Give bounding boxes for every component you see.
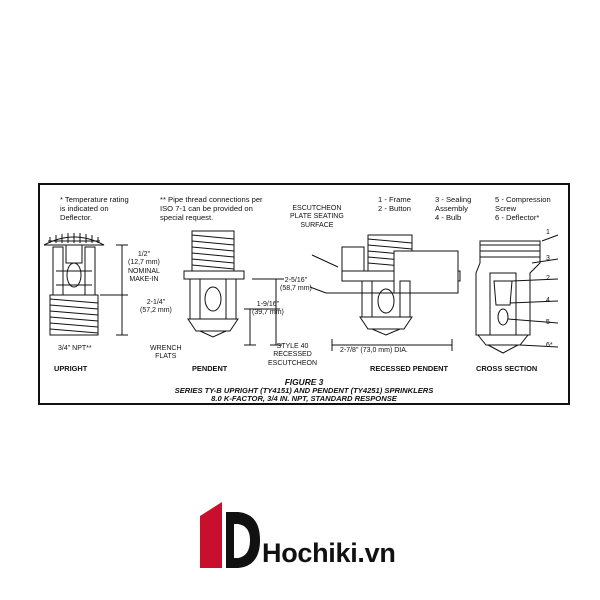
dimension-upright-half: 1/2" (12,7 mm) NOMINAL MAKE-IN: [128, 251, 160, 284]
figure-title-line2: 8.0 K-FACTOR, 3/4 IN. NPT, STANDARD RESP…: [211, 394, 397, 403]
escutcheon-surface-label: ESCUTCHEON PLATE SEATING SURFACE: [290, 205, 344, 229]
sprinkler-drawings: [43, 230, 559, 354]
style40-escutcheon-label: STYLE 40 RECESSED ESCUTCHEON: [268, 343, 318, 367]
recessed-pendent-drawing: [309, 234, 461, 351]
callout-6: 6*: [546, 342, 553, 349]
temperature-note: * Temperature rating is indicated on Def…: [60, 195, 129, 222]
dimension-pendent-short: 1-9/16" (39,7 mm): [252, 301, 284, 317]
dimension-diameter: 2-7/8" (73,0 mm) DIA.: [340, 347, 408, 354]
brand-name: Hochiki.vn: [262, 538, 396, 568]
callout-2: 2: [546, 275, 550, 282]
caption-recessed: RECESSED PENDENT: [370, 364, 449, 373]
callout-4: 4: [546, 297, 550, 304]
cross-section-drawing: [475, 234, 559, 354]
caption-cross-section: CROSS SECTION: [476, 364, 538, 373]
figure-number: FIGURE 3: [284, 377, 324, 387]
legend-col-1: 1 - Frame 2 - Button: [378, 195, 411, 213]
brand-mark-icon: [200, 502, 260, 568]
callout-3: 3: [546, 255, 550, 262]
caption-upright: UPRIGHT: [54, 364, 88, 373]
pipe-thread-note: ** Pipe thread connections per ISO 7-1 c…: [160, 195, 263, 222]
wrench-flats-label: WRENCH FLATS: [150, 345, 182, 361]
dimension-pendent-tall: 2-5/16" (58,7 mm): [280, 277, 312, 293]
dimension-npt: 3/4" NPT**: [58, 345, 92, 352]
brand-logo: [200, 502, 410, 568]
legend-col-3: 5 - Compression Screw 6 - Deflector*: [495, 195, 551, 222]
legend-col-2: 3 - Sealing Assembly 4 - Bulb: [435, 195, 472, 222]
dimension-upright-height: 2-1/4" (57,2 mm): [140, 299, 172, 315]
callout-1: 1: [546, 229, 550, 236]
caption-pendent: PENDENT: [192, 364, 228, 373]
figure-title-line1: SERIES TY-B UPRIGHT (TY4151) AND PENDENT…: [174, 386, 434, 395]
figure-panel: * Temperature rating is indicated on Def…: [38, 183, 570, 405]
callout-5: 5: [546, 319, 550, 326]
pendent-sprinkler-drawing: [183, 230, 284, 346]
upright-sprinkler-drawing: [43, 233, 128, 336]
